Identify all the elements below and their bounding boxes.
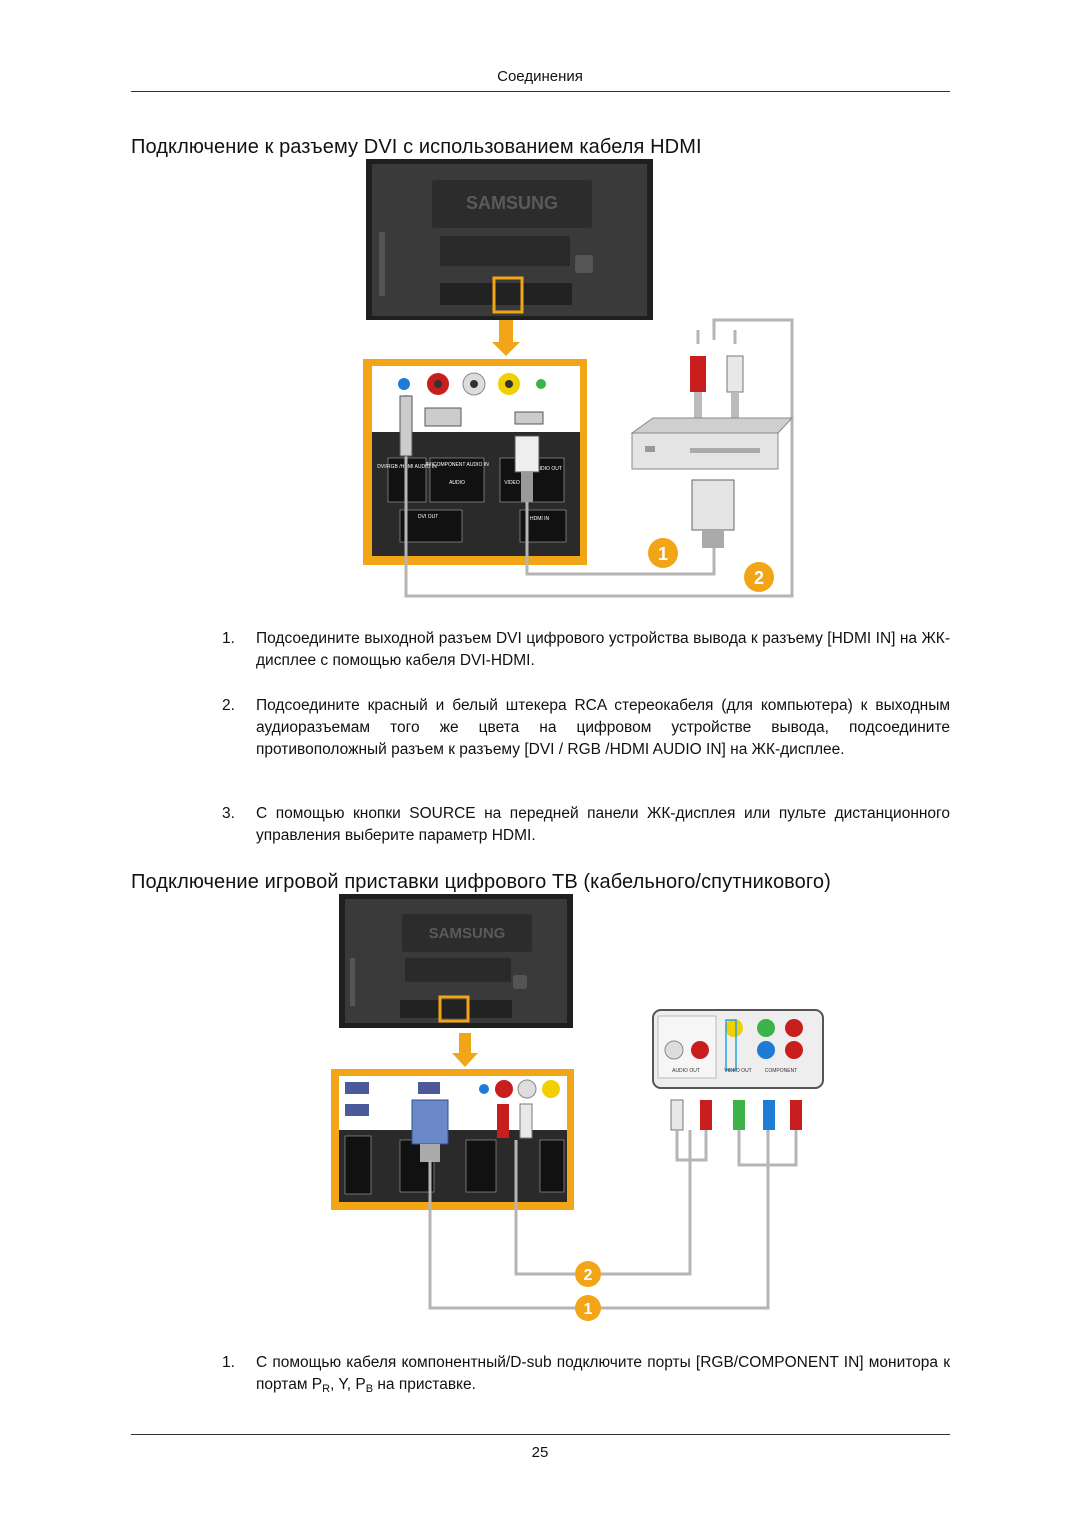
step-text: С помощью кабеля компонентный/D-sub подк… <box>256 1352 950 1400</box>
white-rca-plug <box>726 355 744 393</box>
digital-output-device <box>630 417 794 470</box>
callout-1-icon <box>648 538 678 568</box>
settop-connection-diagram: SAMSUNG AUDIO <box>331 894 824 1321</box>
label-audio: AUDIO <box>449 480 465 486</box>
page-number: 25 <box>531 1444 549 1461</box>
dvi-plug <box>691 479 735 531</box>
step-number: 1. <box>222 1354 235 1371</box>
callout-1-label: 1 <box>584 1301 593 1318</box>
step-text: Подсоедините красный и белый штекера RCA… <box>256 697 950 758</box>
monitor-back-panel: SAMSUNG <box>366 159 653 320</box>
step-number: 3. <box>222 805 235 822</box>
header-rule <box>131 91 950 92</box>
monitor-back-panel: SAMSUNG <box>339 894 573 1028</box>
monitor-brand-logo: SAMSUNG <box>466 193 558 213</box>
label-dvi-out: DVI OUT <box>418 514 438 520</box>
label-video-out: VIDEO OUT <box>724 1068 752 1074</box>
label-video: VIDEO <box>504 480 520 486</box>
subscript-r: R <box>322 1383 331 1395</box>
step-text-part: на приставке. <box>373 1376 476 1393</box>
zoom-arrow-icon <box>492 342 520 356</box>
step-text: Подсоедините выходной разъем DVI цифрово… <box>256 630 950 669</box>
subscript-b: B <box>365 1383 374 1395</box>
step-text-part: , Y, P <box>330 1376 366 1393</box>
callout-2-label: 2 <box>584 1267 593 1284</box>
zoomed-connector-panel <box>331 1069 574 1210</box>
callout-2-icon <box>744 562 774 592</box>
monitor-brand-logo: SAMSUNG <box>429 925 506 942</box>
step-number: 2. <box>222 697 235 714</box>
zoom-arrow-icon <box>452 1053 478 1067</box>
callout-1-icon <box>575 1295 601 1321</box>
zoomed-connector-panel: DVI/RGB /HDMI AUDIO IN AV/COMPONENT AUDI… <box>363 359 587 565</box>
footer-rule <box>131 1434 950 1435</box>
settop-back-panel: AUDIO OUT VIDEO OUT COMPONENT <box>652 1009 824 1089</box>
running-header: Соединения <box>497 68 583 85</box>
step-text-part: С помощью кабеля компонентный/D-sub подк… <box>256 1354 950 1393</box>
step-text: С помощью кнопки SOURCE на передней пане… <box>256 805 950 844</box>
callout-1-label: 1 <box>658 544 668 564</box>
cables <box>404 318 794 598</box>
label-hdmi-in: HDMI IN <box>530 516 550 522</box>
callout-2-icon <box>575 1261 601 1287</box>
section-title-hdmi: Подключение к разъему DVI с использовани… <box>131 136 702 158</box>
hdmi-connection-diagram: SAMSUNG DVI/RGB /HDMI AUDIO IN AV/COMPON… <box>363 159 794 598</box>
label-audio-out: AUDIO OUT <box>672 1068 700 1074</box>
callout-2-label: 2 <box>754 568 764 588</box>
section-title-settop: Подключение игровой приставки цифрового … <box>131 871 831 893</box>
label-audio-out: AUDIO OUT <box>534 466 562 472</box>
label-av-component-audio: AV/COMPONENT AUDIO IN <box>425 462 489 468</box>
red-rca-plug <box>690 356 706 392</box>
label-component: COMPONENT <box>765 1068 798 1074</box>
dsub-plug <box>411 1099 449 1145</box>
step-number: 1. <box>222 630 235 647</box>
